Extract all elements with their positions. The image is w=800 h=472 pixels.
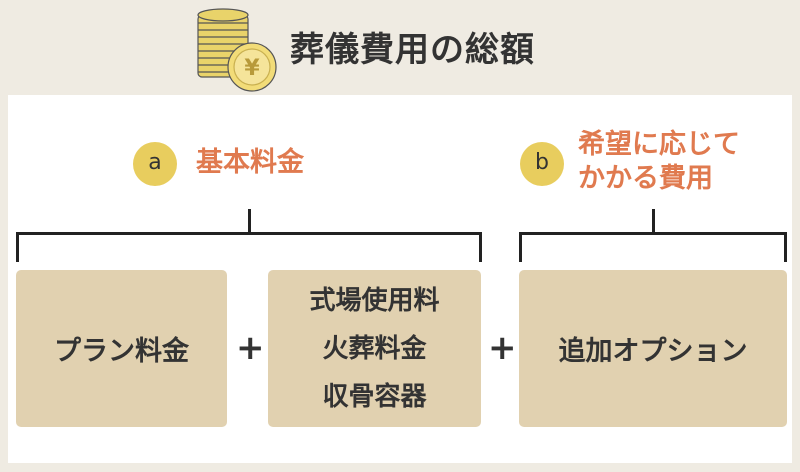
plus-sign: + xyxy=(488,328,517,368)
yen-coins-icon: ¥ xyxy=(197,8,277,92)
page-title: 葬儀費用の総額 xyxy=(290,30,535,70)
badge-a: a xyxy=(133,142,177,186)
facility-fee-box: 式場使用料 火葬料金 収骨容器 xyxy=(268,270,481,427)
plus-sign: + xyxy=(236,328,265,368)
optional-fee-line1: 希望に応じて xyxy=(578,129,740,160)
svg-text:¥: ¥ xyxy=(244,56,260,81)
optional-fee-label: 希望に応じて かかる費用 xyxy=(578,128,740,196)
cremation-fee: 火葬料金 xyxy=(322,333,427,364)
urn-fee: 収骨容器 xyxy=(322,381,427,412)
option-box: 追加オプション xyxy=(519,270,787,427)
plan-fee-box: プラン料金 xyxy=(16,270,227,427)
basic-fee-label: 基本料金 xyxy=(196,147,304,178)
optional-fee-line2: かかる費用 xyxy=(578,163,713,194)
venue-fee: 式場使用料 xyxy=(309,285,440,316)
badge-b: b xyxy=(520,142,564,186)
